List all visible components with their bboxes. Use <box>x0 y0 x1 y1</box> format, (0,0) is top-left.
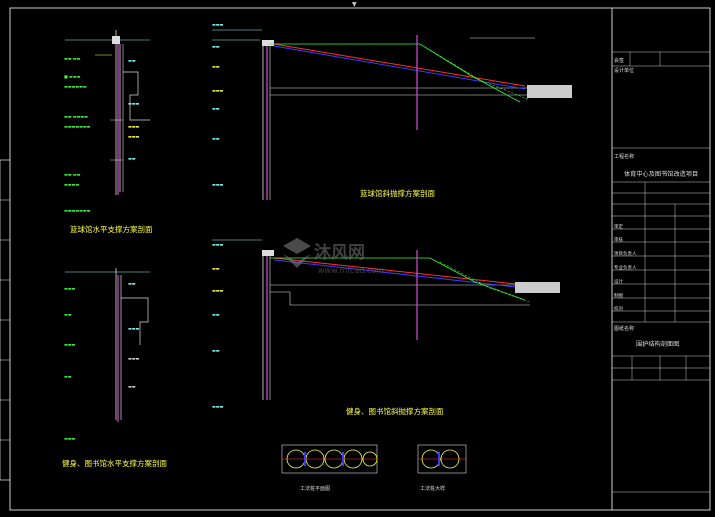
svg-text:▬▬▬: ▬▬▬ <box>64 286 76 291</box>
svg-text:▬▬▬: ▬▬▬ <box>212 242 224 247</box>
svg-text:会签: 会签 <box>614 57 624 64</box>
svg-text:▬▬▬: ▬▬▬ <box>212 288 224 293</box>
section-title-basketball-inclined: 篮球馆斜抛撑方案剖面 <box>360 188 435 198</box>
section-fitness-library-horizontal: ▬▬▬▬▬▬▬▬▬▬▬▬▬ ▬▬▬▬▬ ▬▬▬▬▬ 健身、图书馆水平支撑方案剖面 <box>62 268 167 468</box>
svg-text:专业负责人: 专业负责人 <box>614 264 637 271</box>
svg-text:▬▬: ▬▬ <box>212 136 220 141</box>
svg-text:▬▬: ▬▬ <box>64 374 72 379</box>
svg-text:▬▬: ▬▬ <box>212 348 220 353</box>
section-fitness-library-inclined: ▬▬▬▬▬▬▬▬▬▬ ▬▬▬▬▬ 健身、图书馆斜抛撑方案剖面 <box>212 239 560 416</box>
watermark-logo-icon <box>283 238 311 254</box>
svg-text:校对: 校对 <box>614 305 623 312</box>
svg-text:▬▬: ▬▬ <box>128 156 136 161</box>
section-title-fitness-library-horizontal: 健身、图书馆水平支撑方案剖面 <box>62 458 167 468</box>
watermark: 沐风网 www.mfcad.com <box>283 238 384 275</box>
svg-text:▬▬▬: ▬▬▬ <box>128 356 140 361</box>
svg-text:▬▬: ▬▬ <box>128 58 136 63</box>
concrete-block-2 <box>515 282 560 293</box>
svg-text:▬▬▬: ▬▬▬ <box>212 404 224 409</box>
svg-text:▬▬ ▬▬▬▬: ▬▬ ▬▬▬▬ <box>64 114 88 119</box>
svg-text:审核: 审核 <box>614 236 623 243</box>
drawing-name: 围护结构剖面图 <box>636 340 679 348</box>
svg-text:▬▬: ▬▬ <box>64 312 72 317</box>
svg-text:▬▬▬: ▬▬▬ <box>64 342 76 347</box>
svg-text:▬▬: ▬▬ <box>128 281 136 286</box>
svg-text:▬▬▬: ▬▬▬ <box>212 22 224 27</box>
svg-text:▬▬: ▬▬ <box>128 384 136 389</box>
svg-text:▬▬▬: ▬▬▬ <box>128 101 140 106</box>
svg-text:▬▬▬▬▬▬: ▬▬▬▬▬▬ <box>64 84 87 89</box>
section-title-fitness-library-inclined: 健身、图书馆斜抛撑方案剖面 <box>346 406 444 416</box>
watermark-url: www.mfcad.com <box>318 266 384 275</box>
watermark-brand: 沐风网 <box>314 243 365 263</box>
section-title-basketball-horizontal: 篮球馆水平支撑方案剖面 <box>70 224 153 234</box>
svg-text:■ ▬▬▬: ■ ▬▬▬ <box>64 74 81 79</box>
detail-pile-plan: 工法桩平面图 <box>281 444 378 492</box>
title-block: 会签 设计单位 工程名称 体育中心及图书馆改造项目 审定 审核 项目负责人 专业… <box>611 8 710 510</box>
concrete-block <box>527 85 572 98</box>
svg-text:图纸名称: 图纸名称 <box>614 325 634 332</box>
svg-text:制图: 制图 <box>614 292 623 299</box>
svg-text:▬▬: ▬▬ <box>212 312 220 317</box>
svg-text:▬▬▬: ▬▬▬ <box>128 124 140 129</box>
svg-text:▬▬▬: ▬▬▬ <box>212 88 224 93</box>
svg-text:▬▬▬: ▬▬▬ <box>128 134 140 139</box>
svg-text:▬▬▬: ▬▬▬ <box>128 326 140 331</box>
detail-pile-section: 工法桩大样 <box>417 444 467 492</box>
svg-text:▬▬: ▬▬ <box>212 106 220 111</box>
svg-text:▬▬ ▬▬: ▬▬ ▬▬ <box>64 172 81 177</box>
section-basketball-horizontal: ▬▬ ▬▬ ■ ▬▬▬ ▬▬▬▬▬▬ ▬▬ ▬▬▬▬ ▬▬▬▬▬▬▬ ▬▬ ▬▬… <box>64 30 153 234</box>
svg-text:▬▬: ▬▬ <box>212 64 220 69</box>
svg-text:工程名称: 工程名称 <box>614 153 634 160</box>
svg-text:设计单位: 设计单位 <box>614 67 634 74</box>
svg-text:▬▬▬: ▬▬▬ <box>212 182 224 187</box>
svg-text:▬▬▬▬▬▬▬: ▬▬▬▬▬▬▬ <box>64 208 91 213</box>
svg-text:▬▬▬▬: ▬▬▬▬ <box>64 182 79 187</box>
svg-text:▬▬: ▬▬ <box>212 266 220 271</box>
svg-text:▬▬ ▬▬: ▬▬ ▬▬ <box>64 56 81 61</box>
project-name: 体育中心及图书馆改造项目 <box>624 170 698 178</box>
svg-text:▬▬▬: ▬▬▬ <box>64 436 76 441</box>
top-marker: ▼ <box>352 1 357 8</box>
section-basketball-inclined: ▬▬▬▬▬▬▬▬▬▬▬▬ ▬▬▬▬▬ 篮球馆斜抛撑方案剖面 <box>212 22 572 200</box>
svg-text:▬▬▬▬▬▬▬: ▬▬▬▬▬▬▬ <box>64 124 91 129</box>
svg-text:设计: 设计 <box>614 278 623 285</box>
detail-right-label: 工法桩大样 <box>420 485 445 492</box>
svg-text:项目负责人: 项目负责人 <box>614 250 637 257</box>
svg-text:▬▬: ▬▬ <box>212 44 220 49</box>
svg-text:审定: 审定 <box>614 223 623 230</box>
detail-left-label: 工法桩平面图 <box>300 485 330 492</box>
